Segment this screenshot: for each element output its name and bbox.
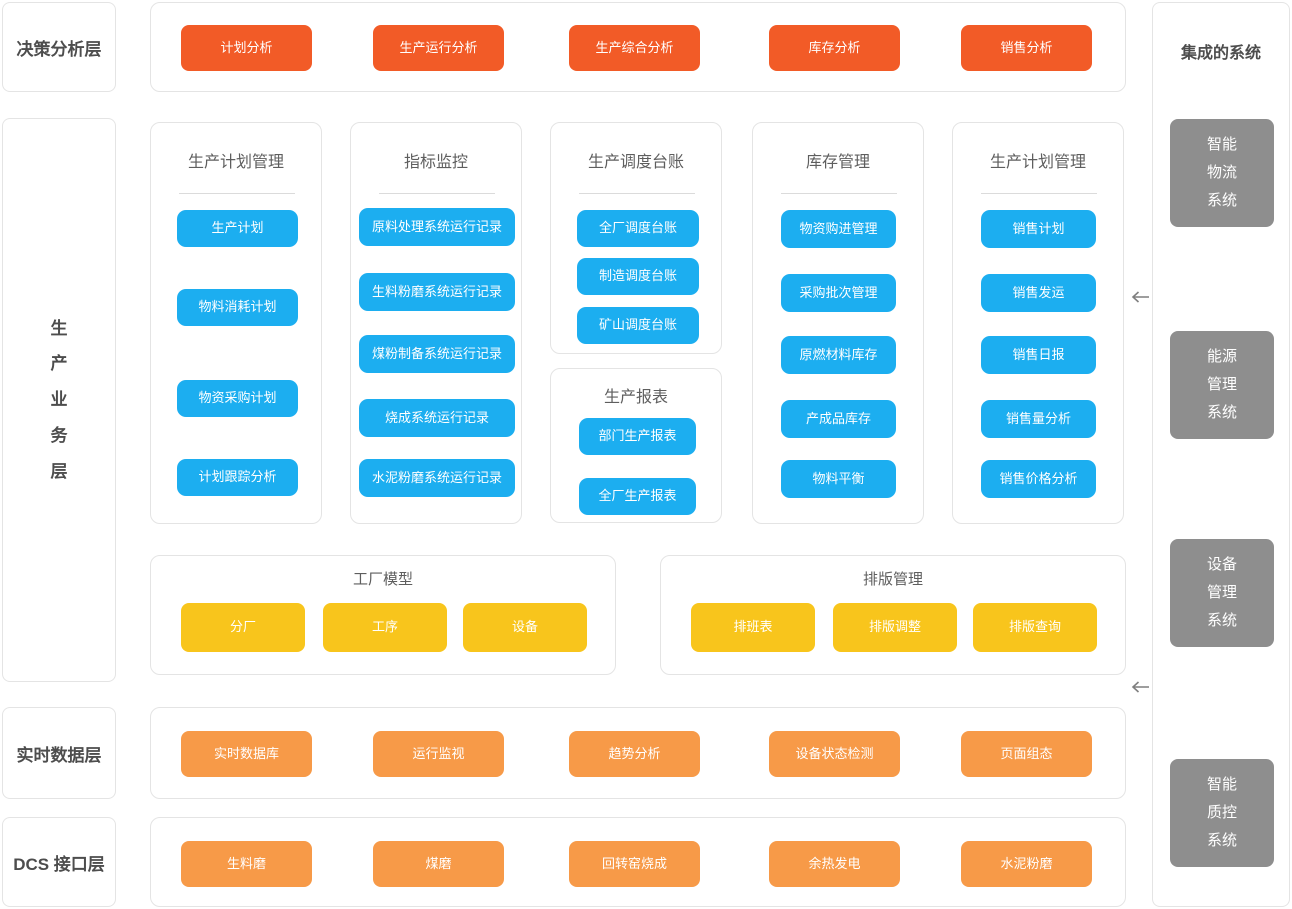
panel-production-plan-mgmt: 生产计划管理 生产计划 物料消耗计划 物资采购计划 计划跟踪分析: [150, 122, 322, 524]
smart-quality-system-box[interactable]: 智能质控系统: [1170, 759, 1274, 867]
panel-title: 工厂模型: [352, 571, 413, 588]
panel-title: 生产调度台账: [587, 154, 684, 171]
layer-label-realtime-text: 实时数据层: [16, 745, 102, 765]
panel-title: 排版管理: [862, 571, 923, 588]
trend-analysis-button[interactable]: 趋势分析: [569, 731, 700, 777]
title-divider: [379, 193, 495, 194]
layer-label-realtime: 实时数据层: [2, 707, 116, 799]
process-button[interactable]: 工序: [323, 603, 447, 652]
raw-meal-grinding-record-button[interactable]: 生料粉磨系统运行记录: [359, 273, 515, 311]
material-consumption-plan-button[interactable]: 物料消耗计划: [177, 289, 298, 326]
integrated-systems-panel: 集成的系统 智能物流系统 能源管理系统 设备管理系统 智能质控系统: [1152, 2, 1290, 907]
panel-factory-model: 工厂模型 分厂 工序 设备: [150, 555, 616, 675]
smart-logistics-system-label: 智能物流系统: [1206, 136, 1237, 209]
material-purchase-mgmt-button[interactable]: 物资购进管理: [781, 210, 896, 248]
panel-title: 生产计划管理: [989, 154, 1086, 171]
rotary-kiln-burning-button[interactable]: 回转窑烧成: [569, 841, 700, 887]
panel-title: 指标监控: [403, 154, 468, 171]
energy-mgmt-system-label: 能源管理系统: [1206, 348, 1237, 421]
manufacturing-dispatch-ledger-button[interactable]: 制造调度台账: [577, 258, 699, 295]
realtime-layer-panel: 实时数据库 运行监视 趋势分析 设备状态检测 页面组态: [150, 707, 1126, 799]
page-configuration-button[interactable]: 页面组态: [961, 731, 1092, 777]
waste-heat-power-button[interactable]: 余热发电: [769, 841, 900, 887]
equipment-button[interactable]: 设备: [463, 603, 587, 652]
sales-daily-report-button[interactable]: 销售日报: [981, 336, 1096, 374]
purchase-batch-mgmt-button[interactable]: 采购批次管理: [781, 274, 896, 312]
energy-mgmt-system-box[interactable]: 能源管理系统: [1170, 331, 1274, 439]
panel-inventory-mgmt: 库存管理 物资购进管理 采购批次管理 原燃材料库存 产成品库存 物料平衡: [752, 122, 924, 524]
coal-mill-button[interactable]: 煤磨: [373, 841, 504, 887]
plan-tracking-analysis-button[interactable]: 计划跟踪分析: [177, 459, 298, 496]
equipment-mgmt-system-box[interactable]: 设备管理系统: [1170, 539, 1274, 647]
panel-title: 生产计划管理: [187, 154, 284, 171]
sales-volume-analysis-button[interactable]: 销售量分析: [981, 400, 1096, 438]
dept-production-report-button[interactable]: 部门生产报表: [579, 418, 696, 455]
decision-layer-panel: 计划分析 生产运行分析 生产综合分析 库存分析 销售分析: [150, 2, 1126, 92]
layer-label-business: 生产业务层: [2, 118, 116, 682]
raw-mill-button[interactable]: 生料磨: [181, 841, 312, 887]
material-balance-button[interactable]: 物料平衡: [781, 460, 896, 498]
production-plan-button[interactable]: 生产计划: [177, 210, 298, 247]
layer-label-dcs: DCS 接口层: [2, 817, 116, 907]
left-arrow-icon: [1130, 290, 1150, 309]
operation-monitor-button[interactable]: 运行监视: [373, 731, 504, 777]
smart-quality-system-label: 智能质控系统: [1206, 776, 1237, 849]
panel-layout-mgmt: 排版管理 排班表 排版调整 排版查询: [660, 555, 1126, 675]
clinker-burning-record-button[interactable]: 烧成系统运行记录: [359, 399, 515, 437]
layer-label-business-text: 生产业务层: [50, 318, 68, 481]
sales-shipping-button[interactable]: 销售发运: [981, 274, 1096, 312]
branch-plant-button[interactable]: 分厂: [181, 603, 305, 652]
title-divider: [781, 193, 897, 194]
layout-adjust-button[interactable]: 排版调整: [833, 603, 957, 652]
dcs-layer-panel: 生料磨 煤磨 回转窑烧成 余热发电 水泥粉磨: [150, 817, 1126, 907]
cement-grinding-record-button[interactable]: 水泥粉磨系统运行记录: [359, 459, 515, 497]
raw-fuel-inventory-button[interactable]: 原燃材料库存: [781, 336, 896, 374]
equipment-mgmt-system-label: 设备管理系统: [1206, 556, 1237, 629]
mine-dispatch-ledger-button[interactable]: 矿山调度台账: [577, 307, 699, 344]
panel-dispatch-ledger: 生产调度台账 全厂调度台账 制造调度台账 矿山调度台账: [550, 122, 722, 354]
layout-query-button[interactable]: 排版查询: [973, 603, 1097, 652]
title-divider: [981, 193, 1097, 194]
cement-grinding-button[interactable]: 水泥粉磨: [961, 841, 1092, 887]
sales-analysis-button[interactable]: 销售分析: [961, 25, 1092, 71]
left-arrow-icon: [1130, 680, 1150, 699]
realtime-database-button[interactable]: 实时数据库: [181, 731, 312, 777]
layer-label-decision: 决策分析层: [2, 2, 116, 92]
plan-analysis-button[interactable]: 计划分析: [181, 25, 312, 71]
layer-label-decision-text: 决策分析层: [16, 39, 102, 59]
panel-indicator-monitoring: 指标监控 原料处理系统运行记录 生料粉磨系统运行记录 煤粉制备系统运行记录 烧成…: [350, 122, 522, 524]
equipment-status-detection-button[interactable]: 设备状态检测: [769, 731, 900, 777]
integrated-systems-title: 集成的系统: [1180, 45, 1261, 62]
shift-schedule-button[interactable]: 排班表: [691, 603, 815, 652]
sales-plan-button[interactable]: 销售计划: [981, 210, 1096, 248]
title-divider: [579, 193, 695, 194]
production-operation-analysis-button[interactable]: 生产运行分析: [373, 25, 504, 71]
smart-logistics-system-box[interactable]: 智能物流系统: [1170, 119, 1274, 227]
panel-production-report: 生产报表 部门生产报表 全厂生产报表: [550, 368, 722, 523]
material-procurement-plan-button[interactable]: 物资采购计划: [177, 380, 298, 417]
coal-powder-prep-record-button[interactable]: 煤粉制备系统运行记录: [359, 335, 515, 373]
production-comprehensive-analysis-button[interactable]: 生产综合分析: [569, 25, 700, 71]
raw-material-processing-record-button[interactable]: 原料处理系统运行记录: [359, 208, 515, 246]
title-divider: [179, 193, 295, 194]
inventory-analysis-button[interactable]: 库存分析: [769, 25, 900, 71]
panel-title: 生产报表: [603, 389, 668, 406]
finished-goods-inventory-button[interactable]: 产成品库存: [781, 400, 896, 438]
plant-production-report-button[interactable]: 全厂生产报表: [579, 478, 696, 515]
panel-title: 库存管理: [805, 154, 870, 171]
sales-price-analysis-button[interactable]: 销售价格分析: [981, 460, 1096, 498]
panel-sales-mgmt: 生产计划管理 销售计划 销售发运 销售日报 销售量分析 销售价格分析: [952, 122, 1124, 524]
plant-dispatch-ledger-button[interactable]: 全厂调度台账: [577, 210, 699, 247]
layer-label-dcs-text: DCS 接口层: [13, 854, 105, 874]
